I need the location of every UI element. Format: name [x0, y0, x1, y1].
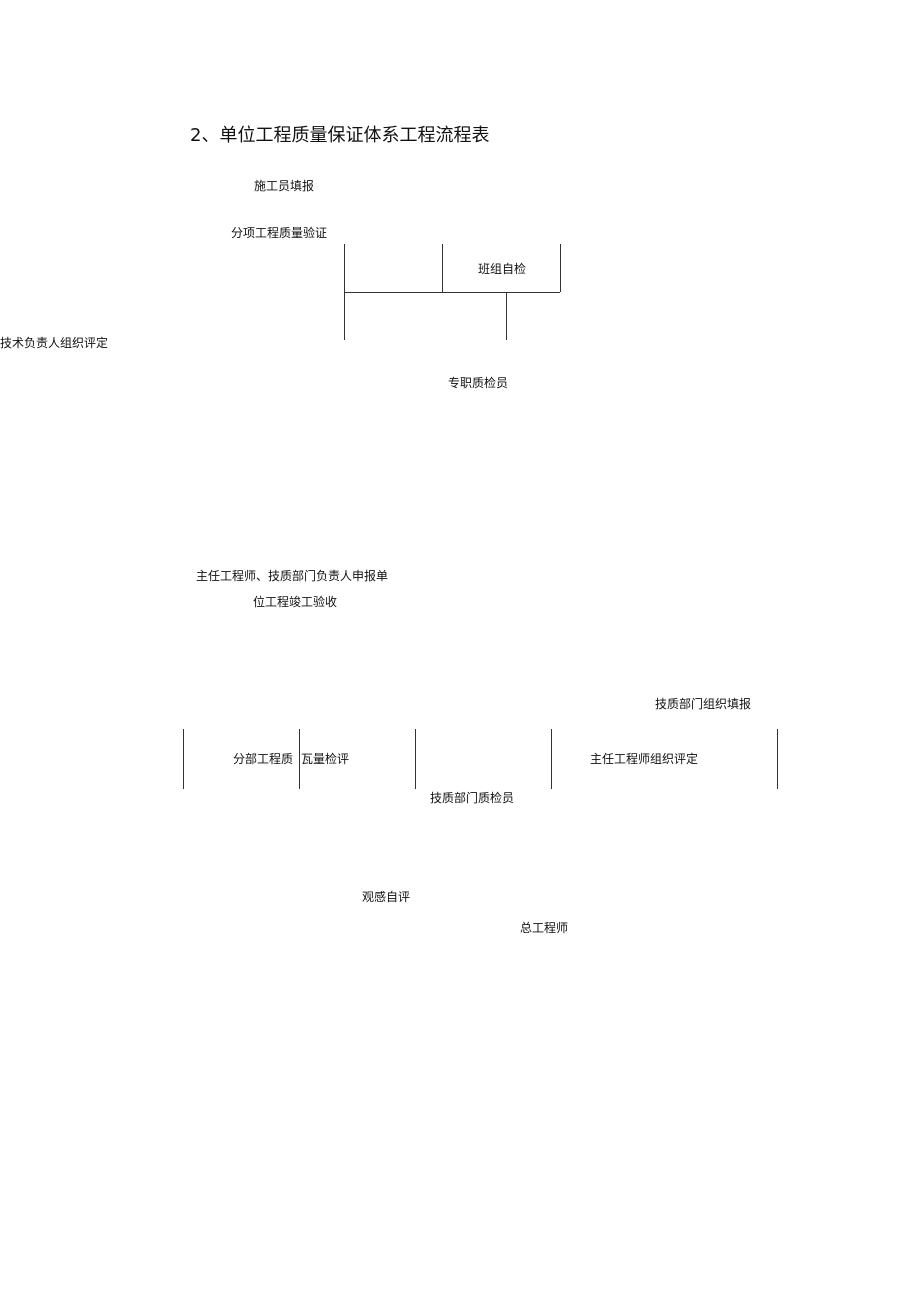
label-team-selfcheck: 班组自检 — [478, 262, 527, 276]
flow-row-line-3 — [415, 729, 416, 789]
label-subsection-quality-right: 瓦量检评 — [301, 752, 350, 766]
flow-line-down — [506, 292, 507, 340]
label-tech-dept-inspector: 技质部门质检员 — [430, 791, 515, 805]
flow-row-line-2 — [299, 729, 300, 789]
label-tech-lead-assess: 技术负责人组织评定 — [0, 336, 109, 350]
label-subsection-quality-left: 分部工程质 — [233, 752, 294, 766]
flow-row-line-1 — [183, 729, 184, 789]
flow-line-horizontal — [344, 292, 560, 293]
label-general-engineer: 总工程师 — [520, 921, 569, 935]
label-tech-dept-fill: 技质部门组织填报 — [655, 697, 752, 711]
label-chief-engineer-line1: 主任工程师、技质部门负责人申报单 — [196, 569, 389, 583]
flow-row-line-4 — [551, 729, 552, 789]
flow-row-line-5 — [777, 729, 778, 789]
label-chief-engineer-line2: 位工程竣工验收 — [253, 595, 338, 609]
label-appearance-selfeval: 观感自评 — [362, 890, 411, 904]
label-builder-fill: 施工员填报 — [254, 179, 315, 193]
label-subitem-verify: 分项工程质量验证 — [231, 226, 328, 240]
label-fulltime-inspector: 专职质检员 — [448, 376, 509, 390]
flow-line-right — [560, 244, 561, 292]
page-title: 2、单位工程质量保证体系工程流程表 — [190, 125, 490, 146]
label-chief-engineer-assess: 主任工程师组织评定 — [590, 752, 699, 766]
flow-line-mid — [442, 244, 443, 292]
